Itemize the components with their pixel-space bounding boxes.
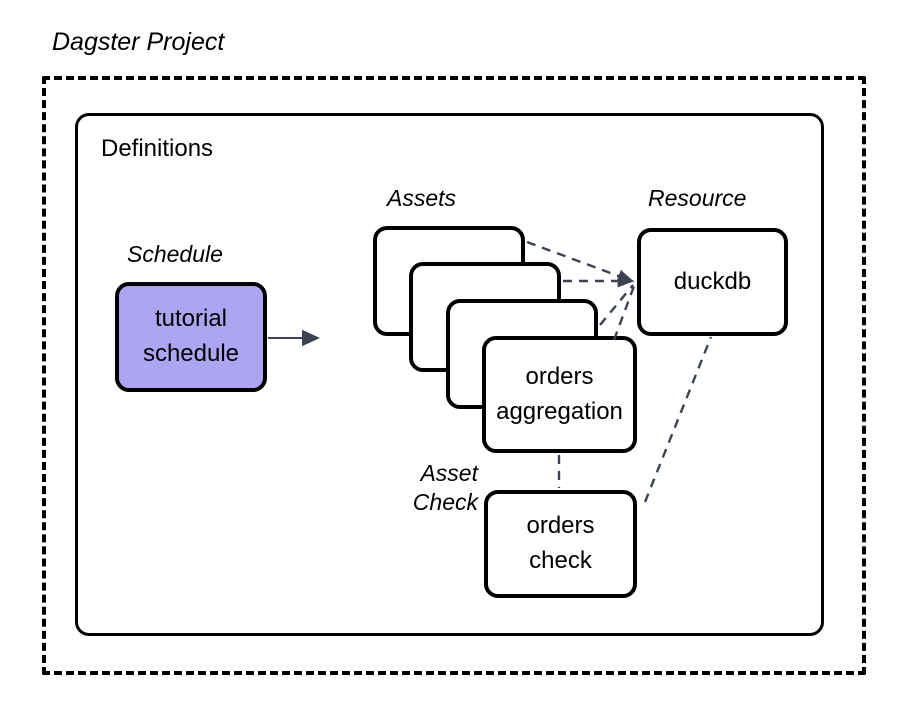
node-orders-aggregation[interactable]: orders aggregation (482, 336, 637, 453)
node-label-line-1: tutorial (154, 305, 228, 333)
group-label-schedule: Schedule (127, 241, 223, 267)
definitions-label: Definitions (101, 135, 214, 162)
node-tutorial-schedule[interactable]: tutorial schedule (115, 282, 267, 392)
node-label-line-2: schedule (142, 340, 240, 367)
node-label-line-1: orders (526, 512, 595, 540)
node-label: duckdb (673, 267, 752, 295)
dagster-project-boundary (42, 76, 866, 675)
node-duckdb[interactable]: duckdb (637, 228, 788, 336)
group-label-resource: Resource (648, 185, 747, 211)
page-title: Dagster Project (52, 28, 225, 56)
group-label-assets: Assets (387, 185, 457, 211)
node-label-line-1: orders (525, 362, 594, 390)
node-orders-check[interactable]: orders check (484, 490, 637, 598)
definitions-container (75, 113, 824, 636)
node-label-line-2: check (529, 547, 592, 574)
node-label-line-2: aggregation (496, 397, 623, 425)
group-label-asset-check: Asset Check (412, 460, 478, 516)
